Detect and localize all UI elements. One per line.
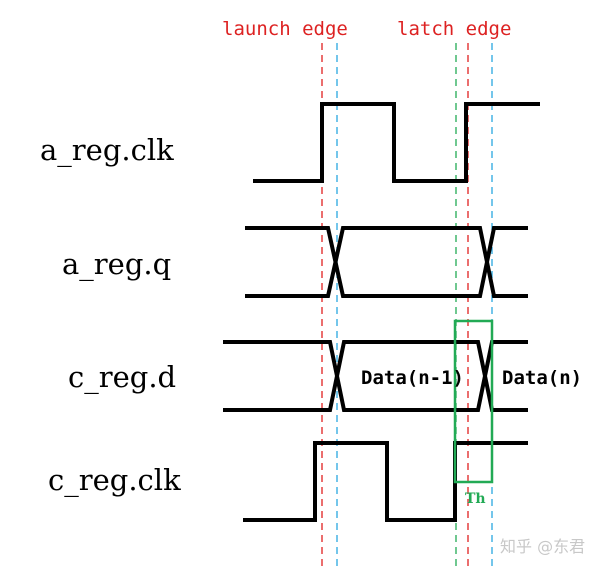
signal-name-a-reg-clk: a_reg.clk xyxy=(40,133,174,168)
hold-window-box xyxy=(453,319,494,484)
latch-edge-label: latch edge xyxy=(397,18,511,40)
signal-name-c-reg-d: c_reg.d xyxy=(68,360,176,395)
launch-edge-label: launch edge xyxy=(222,18,348,40)
data-label-next: Data(n) xyxy=(502,367,582,389)
waveform-c-reg-d xyxy=(223,340,528,412)
waveform-a-reg-q xyxy=(245,226,528,298)
hold-window-label: Th xyxy=(465,491,486,507)
data-label-previous: Data(n-1) xyxy=(361,367,464,389)
signal-name-c-reg-clk: c_reg.clk xyxy=(48,463,181,498)
waveform-a-reg-clk xyxy=(253,102,540,183)
signal-name-a-reg-q: a_reg.q xyxy=(62,247,171,282)
waveforms xyxy=(223,102,540,522)
watermark: 知乎 @东君 xyxy=(500,537,585,556)
